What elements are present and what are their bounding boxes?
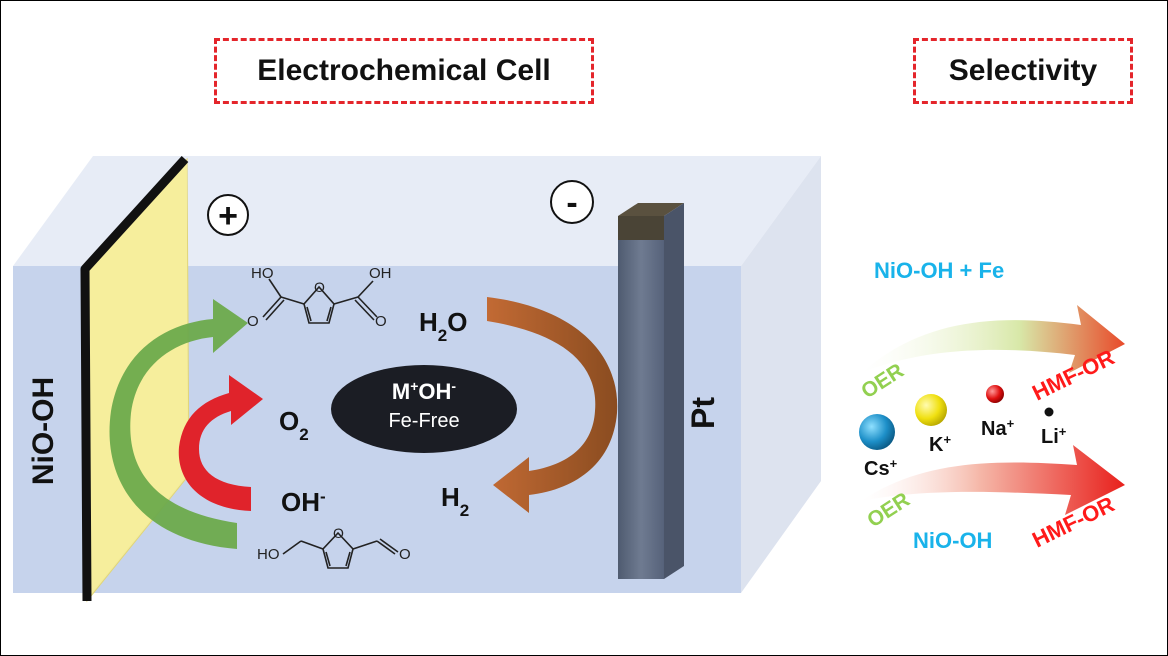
catalyst-top-label: NiO-OH + Fe	[874, 258, 1004, 283]
electrolyte-line1: M+OH-	[392, 378, 457, 404]
k-ion-sphere	[915, 394, 947, 426]
selectivity-title: Selectivity	[913, 38, 1133, 104]
cathode-label: Pt	[685, 397, 721, 429]
cathode-sign: -	[550, 180, 594, 224]
minus-sign-text: -	[566, 184, 577, 222]
selectivity-arrow-top	[861, 305, 1125, 373]
na-ion-sphere	[986, 385, 1004, 403]
fdca-oh: OH	[369, 265, 392, 282]
oh-minus-label: OH-	[281, 487, 326, 518]
li-ion-sphere	[1044, 407, 1054, 417]
li-ion-label: Li+	[1041, 424, 1067, 449]
selectivity-title-text: Selectivity	[948, 54, 1098, 87]
anode-sign: +	[207, 194, 249, 236]
hmf-ring-o: O	[333, 525, 344, 541]
cs-ion-label: Cs+	[864, 456, 898, 481]
selectivity-arrow-bottom	[861, 445, 1125, 515]
h2o-label: H2O	[419, 307, 467, 345]
red-arrow-oh-to-o2	[178, 375, 263, 511]
anode-label: NiO-OH	[27, 377, 60, 485]
k-ion-label: K+	[929, 432, 951, 457]
o2-label: O2	[279, 406, 309, 444]
cs-ion-sphere	[859, 414, 895, 450]
na-ion-label: Na+	[981, 416, 1015, 441]
electrolyte-line2: Fe-Free	[388, 410, 459, 432]
green-arrow-hmf-to-fdca	[109, 299, 248, 549]
oer-top-label: OER	[857, 359, 908, 403]
electrolyte-badge: M+OH- Fe-Free	[331, 365, 517, 453]
hmf-o: O	[399, 546, 411, 563]
fdca-ho: HO	[251, 265, 274, 282]
pt-electrode	[618, 203, 684, 579]
fdca-molecule	[262, 278, 378, 324]
fdca-o-right: O	[375, 313, 387, 330]
hmf-ho: HO	[257, 546, 280, 563]
h2-label: H2	[441, 482, 469, 520]
electrochemical-cell-title: Electrochemical Cell	[214, 38, 594, 104]
cell-right-face	[741, 156, 821, 593]
fdca-o-left: O	[247, 313, 259, 330]
hmf-molecule	[282, 531, 399, 569]
plus-sign-text: +	[218, 197, 238, 235]
fdca-ring-o: O	[314, 279, 325, 295]
electrochemical-cell-title-text: Electrochemical Cell	[257, 54, 551, 87]
catalyst-bottom-label: NiO-OH	[913, 528, 992, 553]
brown-arrow-h2o-to-h2	[487, 297, 618, 513]
